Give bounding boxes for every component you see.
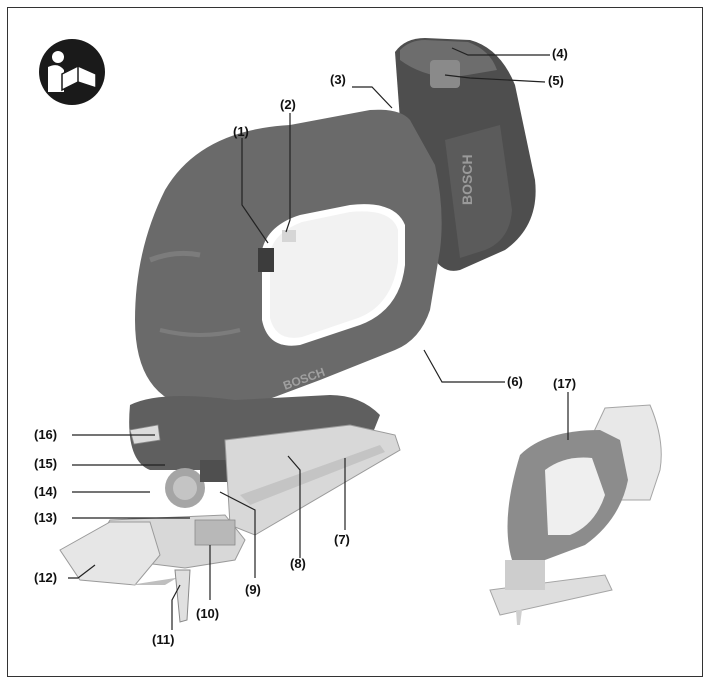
callout-16: (16)	[34, 427, 58, 442]
callout-15: (15)	[34, 456, 58, 471]
read-manual-icon	[39, 39, 105, 105]
callout-4: (4)	[552, 46, 568, 61]
on-off-switch	[258, 248, 274, 272]
callout-14: (14)	[34, 484, 58, 499]
callout-10: (10)	[196, 606, 220, 621]
callout-3: (3)	[330, 72, 346, 87]
callout-6: (6)	[507, 374, 523, 389]
callout-9: (9)	[245, 582, 261, 597]
lock-button	[282, 230, 296, 242]
battery-side	[445, 125, 512, 258]
callout-2: (2)	[280, 97, 296, 112]
callout-13: (13)	[34, 510, 58, 525]
callout-17: (17)	[553, 376, 577, 391]
compact-base	[489, 574, 613, 616]
callout-12: (12)	[34, 570, 58, 585]
callout-7: (7)	[334, 532, 350, 547]
guide-roller	[194, 519, 236, 546]
callout-1: (1)	[233, 124, 249, 139]
compact-jigsaw	[489, 404, 662, 625]
battery-brand-text: BOSCH	[459, 154, 475, 205]
main-jigsaw: BOSCH BOSCH	[59, 38, 536, 623]
saw-blade	[174, 569, 191, 623]
callout-5: (5)	[548, 73, 564, 88]
battery-release-button	[430, 60, 460, 88]
figure-frame	[7, 7, 703, 677]
callout-11: (11)	[152, 632, 175, 647]
battery-cap	[400, 40, 497, 78]
callout-8: (8)	[290, 556, 306, 571]
leader-lines	[68, 47, 569, 630]
